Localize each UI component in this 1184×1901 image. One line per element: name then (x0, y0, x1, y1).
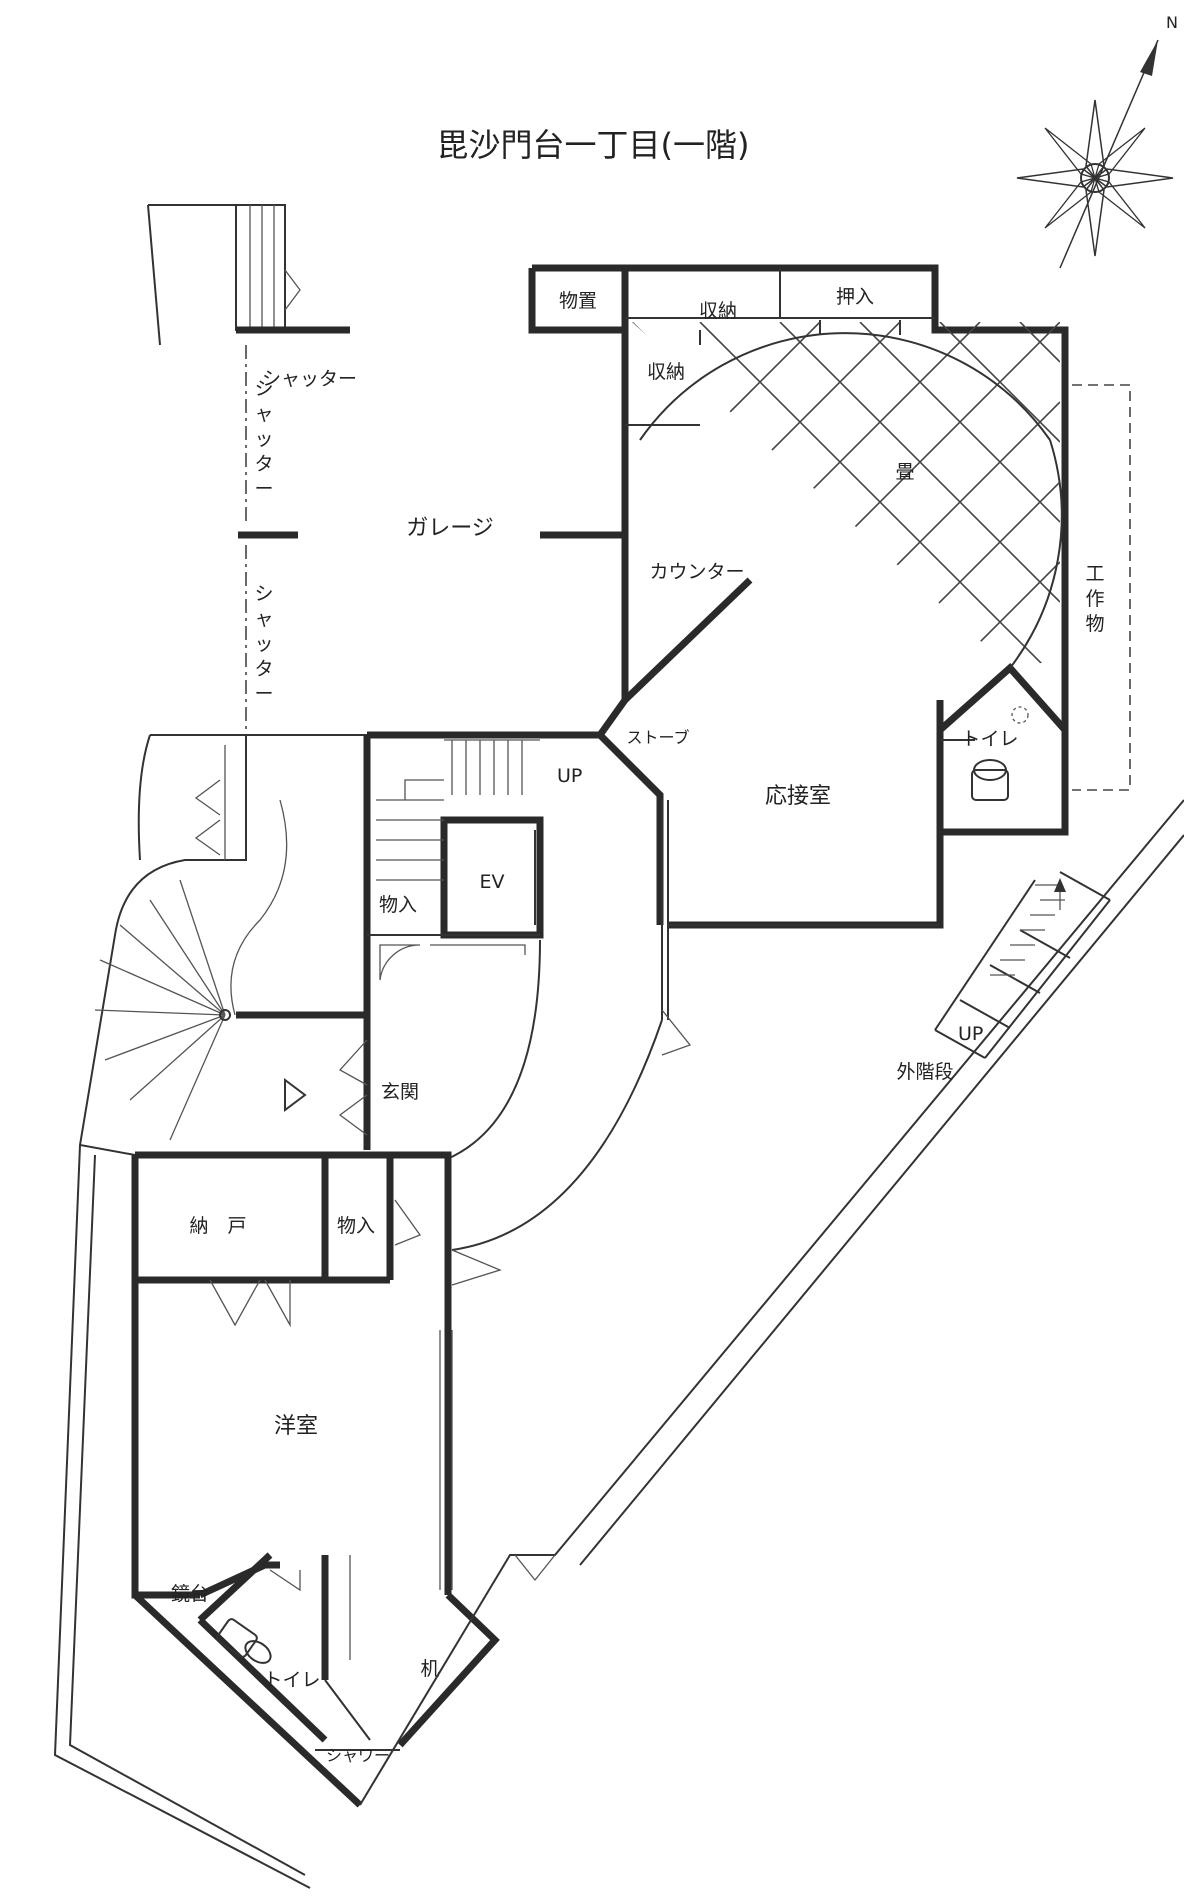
svg-text:作: 作 (1085, 588, 1104, 610)
shutter-label-1: シャッター (262, 368, 357, 390)
garage-area (147, 204, 628, 736)
outer-stairs (934, 871, 1111, 1059)
monoire-lower-label: 物入 (337, 1215, 375, 1237)
svg-text:シ: シ (254, 378, 273, 400)
toilet-lower-label: トイレ (263, 1669, 320, 1691)
lower-left-walls (131, 1151, 502, 1808)
svg-text:ャ: ャ (254, 403, 273, 425)
stove-label: ストーブ (626, 728, 689, 747)
upper-right-walls (528, 264, 1069, 929)
stairs-up-label: UP (557, 765, 582, 787)
shutter-label-vertical-2: シ ャ ッ タ ー (254, 583, 273, 705)
shutter-label-vertical-1: シ ャ ッ タ ー (254, 378, 273, 500)
tatami-grid (632, 320, 1063, 669)
svg-text:ー: ー (254, 478, 273, 500)
toilet-lower-icon (216, 1618, 272, 1664)
dresser-label: 鏡台 (171, 1583, 209, 1605)
counter-label: カウンター (649, 561, 744, 583)
svg-text:ャ: ャ (254, 608, 273, 630)
site-boundary (53, 799, 1184, 1889)
curved-wall (444, 800, 692, 1251)
plan-title: 毘沙門台一丁目(一階) (437, 126, 750, 164)
toilet-upper-label: トイレ (961, 728, 1018, 750)
structure-outline (1072, 384, 1131, 791)
reception-label: 応接室 (765, 784, 831, 809)
svg-text:シ: シ (254, 583, 273, 605)
svg-text:ッ: ッ (254, 633, 273, 655)
svg-text:タ: タ (254, 658, 273, 680)
desk-label: 机 (420, 1658, 439, 1680)
north-label: N (1166, 13, 1178, 32)
closet-top-label: 収納 (699, 300, 737, 322)
outer-stairs-up-label: UP (958, 1023, 983, 1045)
toilet-upper-icon (971, 706, 1029, 801)
svg-text:工: 工 (1085, 563, 1104, 585)
ev-label: EV (479, 871, 504, 893)
western-room-label: 洋室 (274, 1414, 318, 1439)
storage-top-label: 物置 (559, 290, 597, 312)
spiral-stairs (78, 734, 288, 1156)
entrance-area (236, 1011, 371, 1150)
monoire-upper-label: 物入 (379, 894, 417, 916)
closet-side-label: 収納 (647, 361, 685, 383)
koukabutsu-label-vertical: 工 作 物 (1085, 563, 1104, 635)
garage-label: ガレージ (406, 516, 494, 541)
compass-icon (1016, 39, 1174, 269)
svg-text:タ: タ (254, 453, 273, 475)
svg-text:物: 物 (1085, 613, 1104, 635)
oshiire-label: 押入 (836, 286, 874, 308)
tatami-label: 畳 (895, 461, 914, 483)
entrance-label: 玄関 (381, 1081, 419, 1103)
shower-label: シャワー (326, 1746, 390, 1765)
outer-stairs-label: 外階段 (896, 1061, 953, 1083)
svg-text:ー: ー (254, 683, 273, 705)
nando-label: 納 戸 (189, 1215, 246, 1237)
svg-text:ッ: ッ (254, 428, 273, 450)
